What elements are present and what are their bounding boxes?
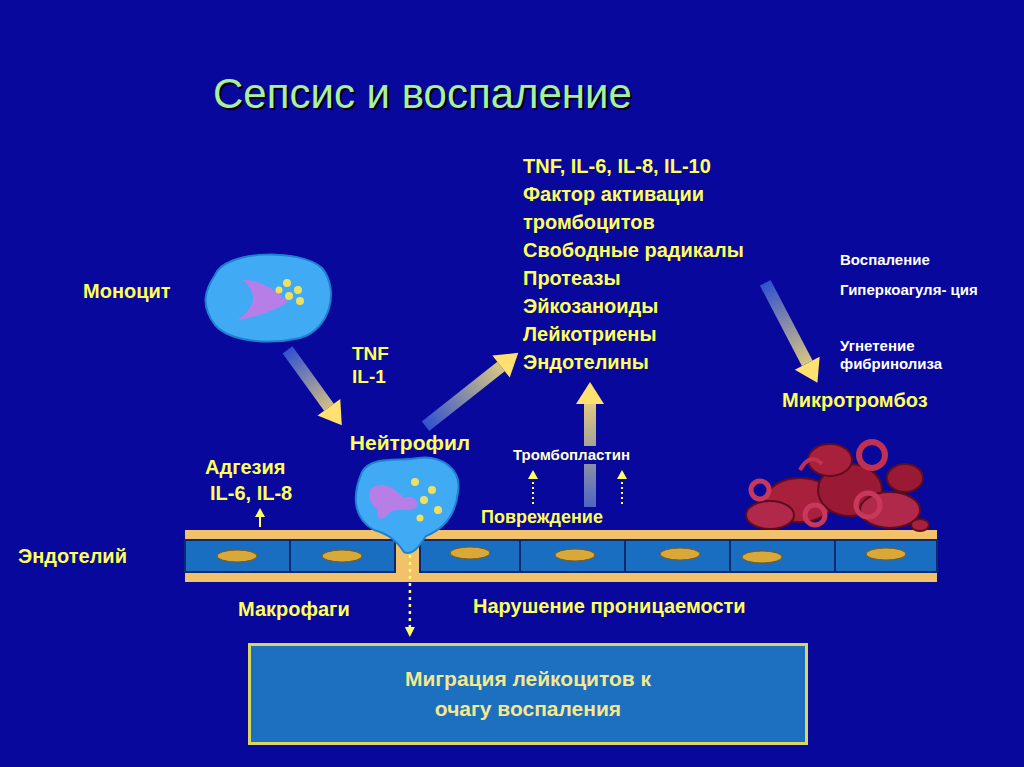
edge-label: Тромбопластин: [510, 446, 633, 464]
damage-arrows: [533, 478, 622, 504]
arrow-head: [528, 470, 627, 479]
mediator-list: TNF, IL-6, IL-8, IL-10Фактор активации т…: [523, 152, 815, 376]
mediator-item: Фактор активации тромбоцитов: [523, 180, 815, 236]
connector-line: [409, 555, 412, 627]
monocyte-node: Моноцит: [80, 255, 335, 345]
arrow-head: [795, 357, 820, 383]
box-text: Миграция лейкоцитов к очагу воспаления: [401, 664, 656, 725]
node-label: Микротромбоз: [782, 388, 928, 412]
connector: [288, 350, 342, 425]
arrow-head: [318, 399, 342, 425]
adhesion-arrow: [255, 508, 265, 527]
mediator-item: Лейкотриены: [523, 320, 815, 348]
mediator-item: Эйкозаноиды: [523, 292, 815, 320]
arrow-head: [405, 627, 415, 637]
mediator-item: Эндотелины: [523, 348, 815, 376]
cell-label: Нейтрофил: [333, 430, 487, 455]
arrow-head: [576, 382, 604, 404]
arrow-head: [492, 353, 518, 378]
title: Сепсис и воспаление: [213, 70, 632, 118]
mediator-item: Протеазы: [523, 264, 815, 292]
neutrophil-cell: [356, 458, 459, 553]
note: Воспаление: [840, 251, 990, 269]
connector: [405, 555, 415, 637]
neutrophil-node: Нейтрофил: [333, 430, 487, 555]
connector-line: [765, 283, 807, 363]
connector-line: [425, 366, 501, 426]
mediator-item: TNF, IL-6, IL-8, IL-10: [523, 152, 815, 180]
process-box: Миграция лейкоцитов к очагу воспаления: [248, 643, 808, 745]
connector: [765, 283, 819, 383]
mediator-item: Свободные радикалы: [523, 236, 815, 264]
signal-name: IL-6, IL-8: [210, 481, 292, 505]
microthrombus-node: Микротромбоз: [745, 388, 980, 532]
edge-label: TNF IL-1: [352, 343, 407, 389]
node-label: Эндотелий: [18, 544, 127, 568]
note: Угнетение фибринолиза: [840, 337, 990, 373]
cell-label: Моноцит: [83, 279, 171, 303]
annotation: Нарушение проницаемости: [473, 594, 746, 618]
note: Гиперкоагуля- ция: [840, 281, 990, 299]
annotation: Адгезия: [205, 455, 286, 479]
endothelium-node: Эндотелий: [18, 530, 937, 582]
annotation: Макрофаги: [238, 597, 350, 621]
annotation: Повреждение: [478, 507, 606, 529]
connector: [425, 353, 518, 426]
endothelium-band: [185, 530, 937, 582]
connector-line: [288, 350, 329, 407]
monocyte-cell: [206, 254, 331, 341]
clot-illustration: [746, 442, 929, 531]
